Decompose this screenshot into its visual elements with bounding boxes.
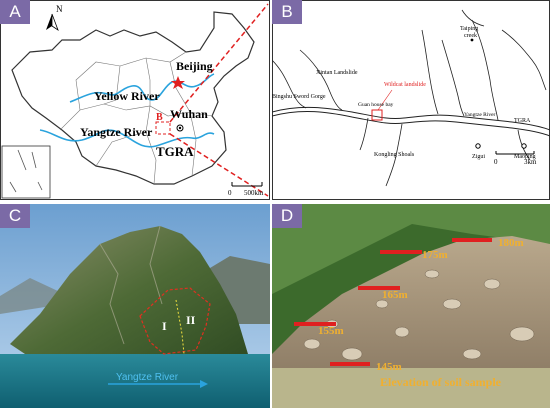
yangtze-river-label: Yangtze River <box>80 125 153 139</box>
xintan-label: Xintan Landslide <box>316 70 358 76</box>
china-map-svg: N Beijing Yellow River Yangtze River Wuh… <box>0 0 270 200</box>
taiping-marker <box>470 38 474 42</box>
debris-slope <box>272 236 550 374</box>
elev-175: 175m <box>422 249 448 261</box>
zone-ii-label: II <box>186 313 196 327</box>
wildcat-label: Wildcat landslide <box>384 82 426 88</box>
elev-145: 145m <box>376 361 402 373</box>
slope-photo-svg: 180m 175m 165m 155m 145m Elevation of so… <box>272 204 550 408</box>
yellow-river-label: Yellow River <box>94 89 160 103</box>
yangtze-river-line <box>39 129 215 148</box>
yangtze-label: Yangtze River <box>464 112 496 118</box>
zigui-label: Zigui <box>472 154 485 160</box>
elev-165: 165m <box>382 289 408 301</box>
china-outline <box>11 11 255 185</box>
wildcat-marker-box <box>371 109 383 121</box>
tgra-label: TGRA <box>156 144 194 159</box>
panel-tag-b: B <box>272 0 302 24</box>
beijing-star <box>171 76 185 89</box>
scale-max-b: 3km <box>524 158 537 166</box>
guan-label: Guan house bay <box>358 102 394 108</box>
wuhan-label: Wuhan <box>170 107 208 121</box>
box-b-label: B <box>156 112 163 123</box>
elev-180: 180m <box>498 237 524 249</box>
yangtze-river-photo-label: Yangtze River <box>116 372 179 383</box>
zone-i-label: I <box>162 319 167 333</box>
scale-zero-b: 0 <box>494 158 498 166</box>
yangtze-main-channel <box>272 106 550 131</box>
taiping-label-1: Taiping <box>460 26 478 32</box>
maoping-label: Maoping <box>514 154 536 160</box>
river-map-svg: Xintan Landslide Wildcat landslide Taipi… <box>272 0 550 200</box>
north-label: N <box>56 4 63 14</box>
landslide-boundary <box>139 287 211 355</box>
zigui-marker <box>475 143 481 149</box>
panel-c-photo-landscape: I II Yangtze River C <box>0 204 270 408</box>
panel-b-river-map: Xintan Landslide Wildcat landslide Taipi… <box>272 0 550 200</box>
elevation-caption: Elevation of soil sample <box>380 375 502 389</box>
north-arrow-icon <box>46 13 59 32</box>
main-mountain <box>10 226 248 366</box>
landscape-photo-svg: I II Yangtze River <box>0 204 270 408</box>
panel-d-photo-slope: 180m 175m 165m 155m 145m Elevation of so… <box>272 204 550 408</box>
panel-a-china-map: N Beijing Yellow River Yangtze River Wuh… <box>0 0 270 200</box>
panel-tag-c: C <box>0 204 30 228</box>
elev-155: 155m <box>318 325 344 337</box>
yellow-river-line <box>69 73 215 103</box>
tgra-label-b: TGRA <box>514 118 531 124</box>
panel-tag-d: D <box>272 204 302 228</box>
beijing-label: Beijing <box>176 59 213 73</box>
kongling-label: Kongling Shoals <box>374 152 415 158</box>
maoping-marker <box>521 143 527 149</box>
panel-tag-a: A <box>0 0 30 24</box>
scale-zero: 0 <box>228 189 232 197</box>
tgra-box <box>155 121 171 135</box>
scale-max: 500km <box>244 189 264 197</box>
taiping-label-2: creek <box>464 33 477 39</box>
bingshu-label: Bingshu Sword Gorge <box>272 94 326 100</box>
